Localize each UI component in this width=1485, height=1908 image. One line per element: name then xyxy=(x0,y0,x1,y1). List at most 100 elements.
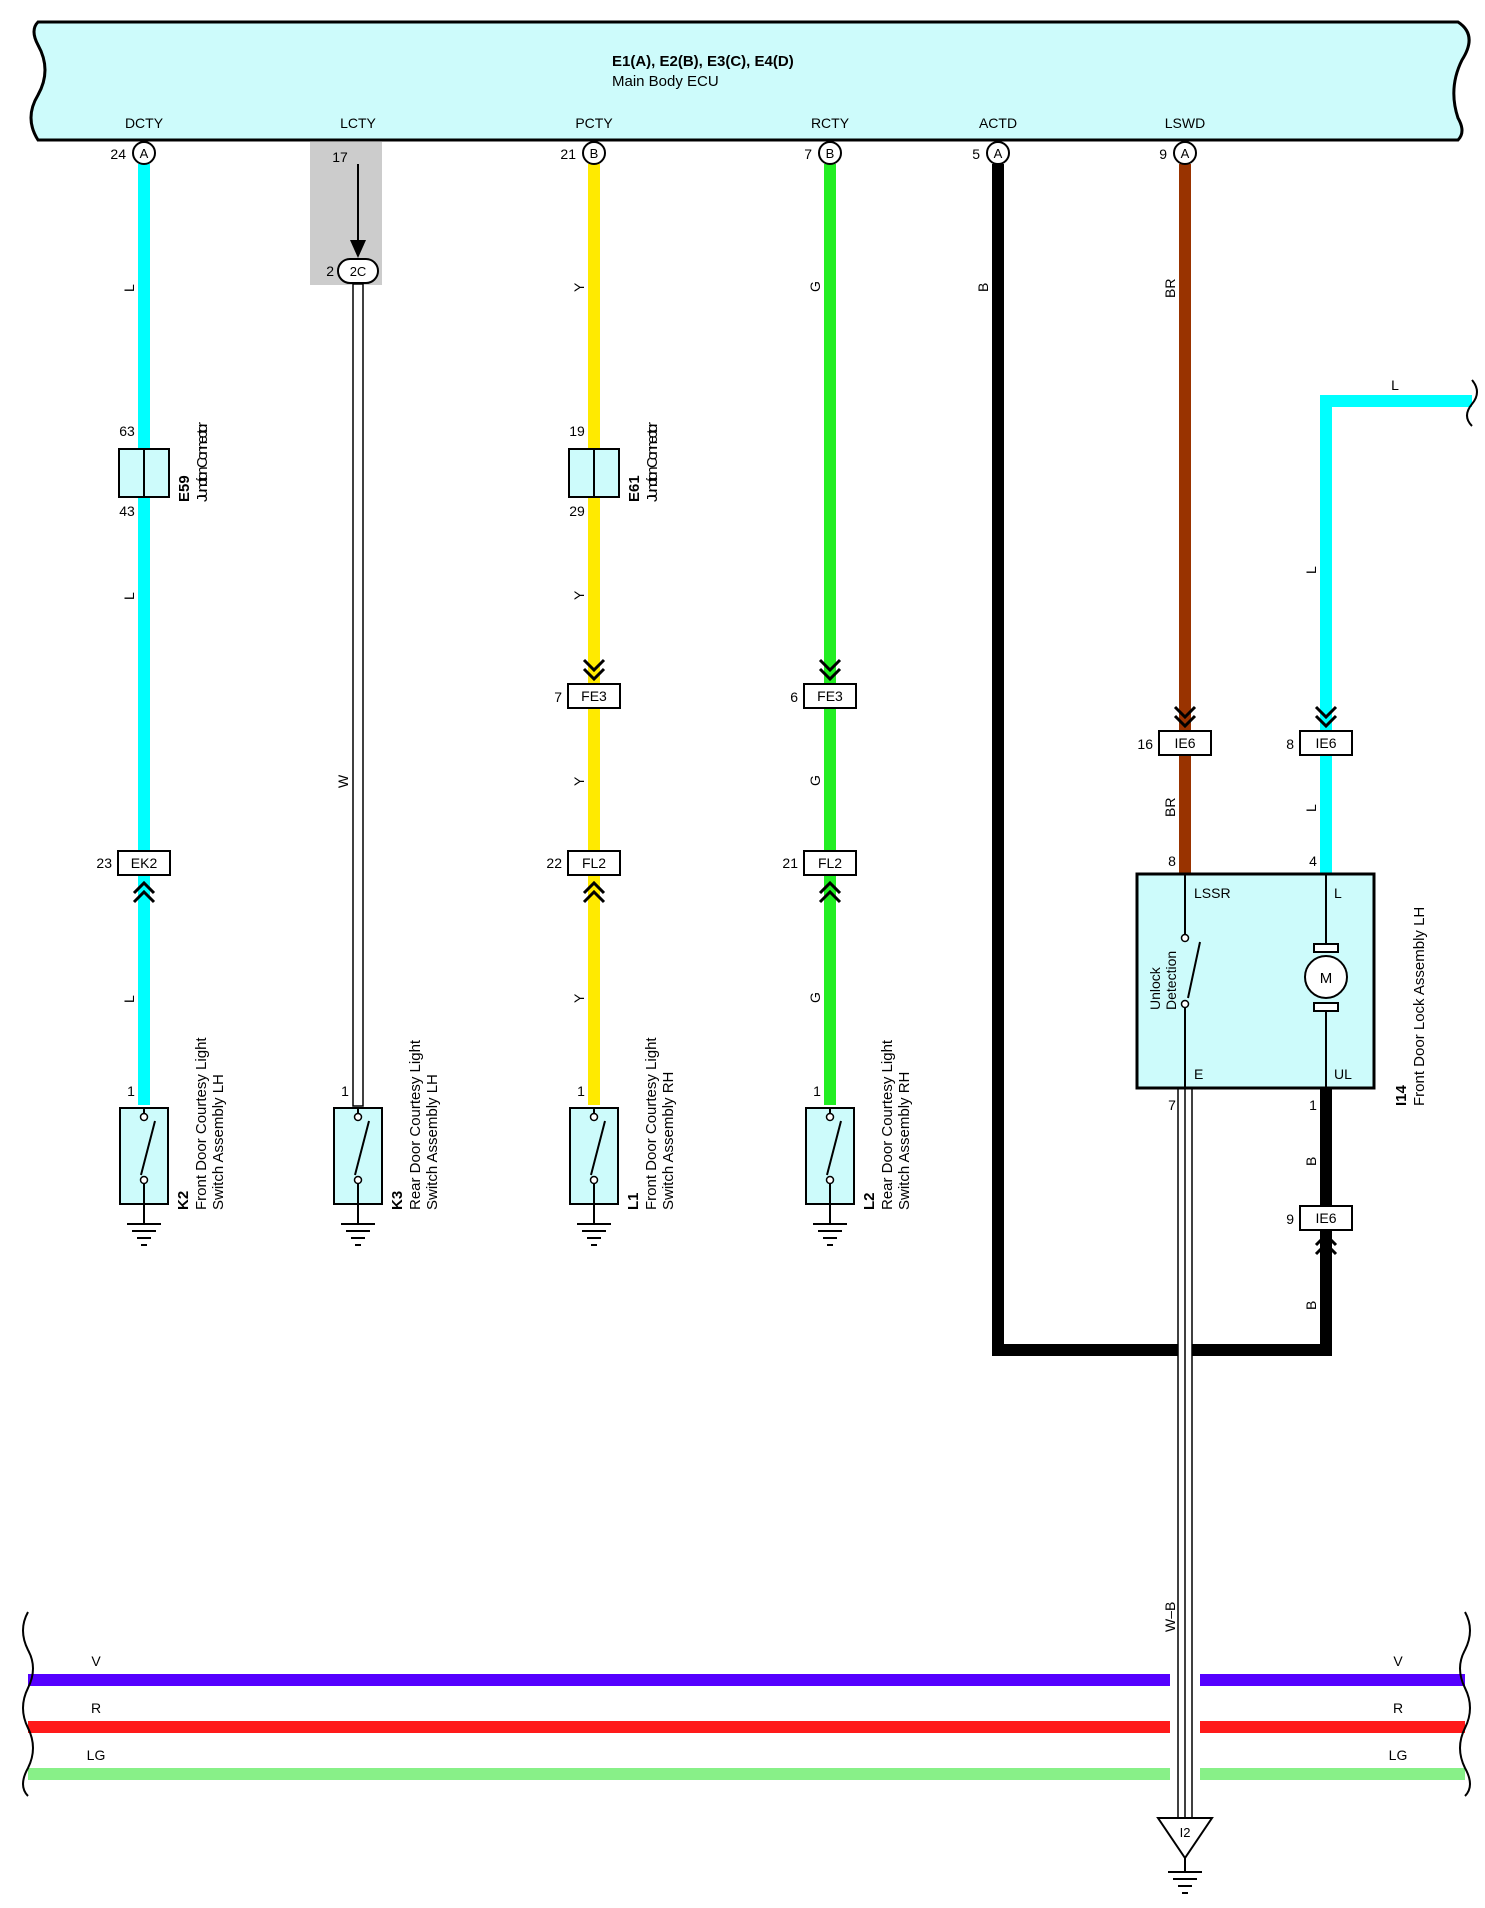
wire-label: W–B xyxy=(1162,1602,1178,1632)
connector-ie6-ground-pin: 9 xyxy=(1286,1211,1294,1227)
terminal-pcty-name: PCTY xyxy=(575,115,613,131)
wire-label: BR xyxy=(1162,798,1178,817)
junction-e59: 63 43 E59 Junction Connector xyxy=(118,422,211,519)
switch-l1-pin: 1 xyxy=(577,1083,585,1099)
junction-e61-pin-top: 19 xyxy=(569,423,585,439)
terminal-actd-name: ACTD xyxy=(979,115,1017,131)
terminal-rcty-conn: B xyxy=(826,146,835,161)
junction-e61: 19 29 E61 Junction Connector xyxy=(568,422,661,519)
chevron-up-icon xyxy=(132,880,156,904)
switch-k2-code: K2 xyxy=(175,1191,192,1210)
terminal-pcty: 21 B xyxy=(560,141,606,165)
door-lock-assembly-i14: 8 4 7 1 LSSR L E UL Unlock Detection M I… xyxy=(1135,853,1428,1113)
ecu-title: E1(A), E2(B), E3(C), E4(D) xyxy=(612,53,794,70)
connector-fe3-pcty: 7 FE3 xyxy=(554,683,621,709)
connector-2c-pin: 2 xyxy=(326,263,334,279)
ground-icon xyxy=(341,1223,375,1246)
chevron-up-icon xyxy=(582,880,606,904)
wire-label: Y xyxy=(571,776,587,786)
lock-feed-break xyxy=(1466,379,1478,427)
door-lock-code: I14 xyxy=(1393,1084,1410,1106)
terminal-dcty-conn: A xyxy=(140,146,149,161)
bus-label-r-left: R xyxy=(91,1700,101,1716)
terminal-pcty-pin: 21 xyxy=(560,146,576,162)
connector-ie6-feed-code: IE6 xyxy=(1315,735,1336,751)
wire-label: G xyxy=(807,775,823,786)
wire-label: B xyxy=(975,283,991,292)
switch-k2-pin: 1 xyxy=(127,1083,135,1099)
chevron-up-icon xyxy=(1314,1232,1338,1256)
wire-label: Y xyxy=(571,590,587,600)
connector-ie6-ground: 9 IE6 xyxy=(1286,1205,1353,1231)
connector-2c: 2 2C xyxy=(326,258,379,284)
ground-i2-code: I2 xyxy=(1180,1825,1191,1840)
ground-icon xyxy=(577,1223,611,1246)
switch-l2-pin: 1 xyxy=(813,1083,821,1099)
switch-l1-line2: Switch Assembly RH xyxy=(660,1072,677,1210)
bus-break-left xyxy=(22,1611,34,1797)
main-body-ecu: E1(A), E2(B), E3(C), E4(D) Main Body ECU… xyxy=(29,20,1471,142)
connector-fe3-pcty-pin: 7 xyxy=(554,689,562,705)
terminal-lswd-name: LSWD xyxy=(1165,115,1205,131)
connector-fl2-pcty-code: FL2 xyxy=(582,855,606,871)
bus-label-r-right: R xyxy=(1393,1700,1403,1716)
switch-k3-line1: Rear Door Courtesy Light xyxy=(407,1039,424,1210)
door-lock-pin-ul: 1 xyxy=(1309,1097,1317,1113)
wire-label: L xyxy=(1303,804,1319,812)
ecu-subtitle: Main Body ECU xyxy=(612,73,719,90)
wire-color-labels: L L L W Y Y Y Y G G G B BR BR L L L B B … xyxy=(87,279,1408,1763)
junction-e59-pin-bottom: 43 xyxy=(119,503,135,519)
ground-icon xyxy=(813,1223,847,1246)
wire-label: Y xyxy=(571,993,587,1003)
switch-k3-code: K3 xyxy=(389,1191,406,1210)
connector-ek2: 23 EK2 xyxy=(96,850,171,876)
wire-label: L xyxy=(121,995,137,1003)
connector-fe3-rcty-code: FE3 xyxy=(817,688,843,704)
terminal-actd-pin: 5 xyxy=(972,146,980,162)
wire-lock-feed xyxy=(1320,395,1472,874)
junction-e59-label: Junction Connector xyxy=(194,422,211,502)
door-lock-unlock-line2: Detection xyxy=(1163,951,1179,1010)
ground-icon xyxy=(127,1223,161,1246)
wire-label: G xyxy=(807,281,823,292)
chevron-up-icon xyxy=(818,880,842,904)
connector-fe3-pcty-code: FE3 xyxy=(581,688,607,704)
wire-lcty xyxy=(352,283,364,1107)
bus-break-right xyxy=(1459,1611,1471,1797)
wire-label: L xyxy=(121,592,137,600)
switch-l2-code: L2 xyxy=(861,1192,878,1210)
terminal-dcty: 24 A xyxy=(110,141,156,165)
door-lock-l-term: L xyxy=(1334,885,1342,901)
terminal-lcty-name: LCTY xyxy=(340,115,376,131)
connector-fl2-rcty: 21 FL2 xyxy=(782,850,857,876)
wire-actd xyxy=(992,164,1332,1356)
wire-label: B xyxy=(1303,1157,1319,1166)
switch-l1: 1 L1 Front Door Courtesy Light Switch As… xyxy=(569,1037,677,1246)
connector-ek2-code: EK2 xyxy=(131,855,158,871)
bus-label-v-left: V xyxy=(91,1653,101,1669)
terminal-lswd-pin: 9 xyxy=(1159,146,1167,162)
connector-fl2-rcty-code: FL2 xyxy=(818,855,842,871)
door-lock-unlock-line1: Unlock xyxy=(1147,966,1163,1010)
connector-ie6-lswd: 16 IE6 xyxy=(1137,730,1212,756)
terminal-rcty-name: RCTY xyxy=(811,115,850,131)
connector-fl2-pcty-pin: 22 xyxy=(546,855,562,871)
wire-label: L xyxy=(1391,377,1399,393)
door-lock-pin-e: 7 xyxy=(1168,1097,1176,1113)
connector-fl2-rcty-pin: 21 xyxy=(782,855,798,871)
motor-icon xyxy=(1304,955,1348,999)
terminal-pcty-conn: B xyxy=(590,146,599,161)
bus-label-v-right: V xyxy=(1393,1653,1403,1669)
chevron-down-icon xyxy=(1173,705,1197,729)
door-lock-lssr: LSSR xyxy=(1194,885,1231,901)
connector-ie6-lswd-code: IE6 xyxy=(1174,735,1195,751)
connector-ie6-lswd-pin: 16 xyxy=(1137,736,1153,752)
switch-l2-line2: Switch Assembly RH xyxy=(896,1072,913,1210)
bus-label-lg-right: LG xyxy=(1389,1747,1408,1763)
terminal-lswd: 9 A xyxy=(1159,141,1197,165)
ground-i2: I2 xyxy=(1156,1817,1214,1894)
door-lock-motor-label: M xyxy=(1320,970,1333,987)
switch-l1-code: L1 xyxy=(625,1192,642,1210)
switch-k3: 1 K3 Rear Door Courtesy Light Switch Ass… xyxy=(333,1039,441,1246)
